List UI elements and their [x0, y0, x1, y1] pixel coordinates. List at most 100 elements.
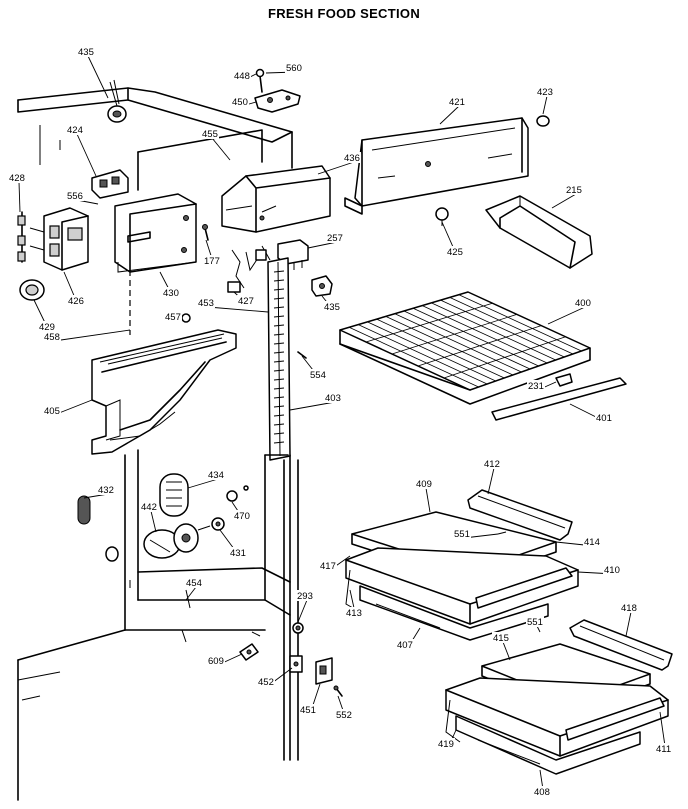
label-backing: [197, 297, 215, 308]
part-label-177: 177: [204, 256, 220, 267]
label-backing: [43, 331, 61, 342]
label-backing: [574, 297, 592, 308]
part-425-knob: [435, 207, 449, 226]
part-label-293: 293: [297, 591, 313, 602]
part-401-trim: [491, 377, 627, 421]
label-backing: [67, 295, 85, 306]
leader-line-428: [18, 181, 21, 213]
part-label-609: 609: [208, 656, 224, 667]
part-label-411: 411: [656, 744, 671, 755]
part-label-231: 231: [528, 381, 544, 392]
label-backing: [207, 655, 225, 666]
part-label-457: 457: [165, 312, 181, 323]
label-backing: [77, 46, 95, 57]
label-backing: [229, 547, 247, 558]
part-label-551: 551: [527, 617, 543, 628]
label-backing: [237, 295, 255, 306]
part-label-419: 419: [438, 739, 454, 750]
part-label-435: 435: [78, 47, 94, 58]
part-412-rail: [467, 489, 573, 541]
label-backing: [453, 528, 471, 539]
part-435-socket: [311, 275, 333, 297]
part-label-551: 551: [454, 529, 470, 540]
part-215-bin: [485, 195, 593, 269]
leader-line-458: [53, 329, 131, 342]
leader-line-403: [289, 401, 336, 411]
label-backing: [203, 255, 221, 266]
part-421-rail: [344, 117, 529, 215]
part-177-screw: [202, 224, 209, 241]
part-400-wire-shelf: [339, 291, 591, 405]
part-label-401: 401: [596, 413, 612, 424]
leader-line-455: [211, 137, 231, 161]
part-450-bracket: [254, 68, 301, 113]
label-backing: [38, 321, 56, 332]
part-label-450: 450: [232, 97, 248, 108]
label-backing: [655, 743, 673, 754]
label-backing: [595, 412, 613, 423]
part-452-bracket: [289, 655, 303, 673]
label-backing: [446, 246, 464, 257]
label-backing: [140, 501, 158, 512]
part-label-412: 412: [484, 459, 500, 470]
leader-line-409: [425, 487, 431, 513]
label-backing: [527, 380, 545, 391]
part-label-554: 554: [310, 370, 326, 381]
label-backing: [536, 86, 554, 97]
label-backing: [97, 484, 115, 495]
part-label-453: 453: [198, 298, 214, 309]
part-label-409: 409: [416, 479, 432, 490]
label-backing: [326, 232, 344, 243]
part-label-215: 215: [566, 185, 582, 196]
label-backing: [396, 639, 414, 650]
part-436-cover: [221, 165, 331, 233]
label-backing: [533, 786, 551, 797]
part-label-400: 400: [575, 298, 591, 309]
label-backing: [296, 590, 314, 601]
label-backing: [583, 536, 601, 547]
part-552-screw: [333, 685, 343, 697]
part-405-frame: [91, 329, 237, 455]
part-427-harness: [227, 245, 271, 293]
part-label-407: 407: [397, 640, 413, 651]
part-554-screw: [297, 351, 307, 359]
part-label-435: 435: [324, 302, 340, 313]
part-403-ladder: [264, 257, 299, 761]
part-435-bulb-top: [107, 79, 127, 123]
part-label-424: 424: [67, 125, 83, 136]
part-label-455: 455: [202, 129, 218, 140]
part-429-socket: [19, 279, 45, 301]
label-backing: [8, 172, 26, 183]
part-label-428: 428: [9, 173, 25, 184]
label-backing: [257, 676, 275, 687]
label-backing: [323, 301, 341, 312]
label-backing: [162, 287, 180, 298]
label-backing: [492, 632, 510, 643]
leader-line-415: [502, 641, 511, 661]
part-label-556: 556: [67, 191, 83, 202]
leader-line-436: [317, 161, 355, 175]
part-label-429: 429: [39, 322, 55, 333]
part-label-405: 405: [44, 406, 60, 417]
part-457-plug: [181, 313, 191, 323]
part-label-418: 418: [621, 603, 637, 614]
part-423-stud: [536, 115, 550, 127]
cabinet-liner: [17, 87, 293, 801]
part-label-451: 451: [300, 705, 316, 716]
part-label-434: 434: [208, 470, 224, 481]
label-backing: [448, 96, 466, 107]
leader-line-435: [87, 55, 109, 99]
part-label-413: 413: [346, 608, 362, 619]
leader-line-412: [487, 467, 495, 495]
part-293-screw: [292, 622, 304, 634]
label-backing: [299, 704, 317, 715]
label-backing: [565, 184, 583, 195]
part-label-430: 430: [163, 288, 179, 299]
part-418-rail: [569, 619, 673, 671]
leader-line-434: [187, 478, 219, 489]
part-label-442: 442: [141, 502, 157, 513]
label-backing: [603, 564, 621, 575]
part-label-417: 417: [320, 561, 336, 572]
part-label-560: 560: [286, 63, 302, 74]
